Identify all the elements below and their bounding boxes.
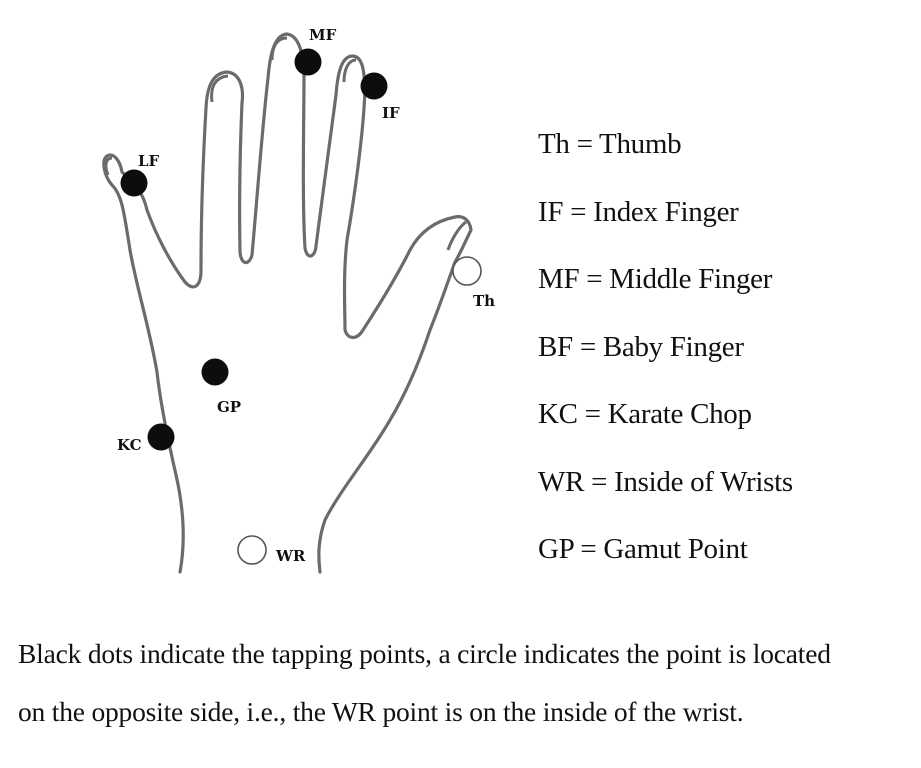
label-th: Th xyxy=(473,292,495,310)
label-mf: MF xyxy=(309,26,337,44)
legend-item-kc: KC = Karate Chop xyxy=(538,398,752,430)
caption: Black dots indicate the tapping points, … xyxy=(18,640,831,756)
caption-line-1: Black dots indicate the tapping points, … xyxy=(18,638,831,669)
point-th-circle xyxy=(452,256,482,286)
hand-diagram: MF IF LF Th GP KC WR xyxy=(102,26,495,574)
point-kc-dot xyxy=(147,423,175,451)
label-wr: WR xyxy=(275,547,306,565)
nail-ring xyxy=(210,74,229,103)
point-mf-dot xyxy=(294,48,322,76)
point-wr-circle xyxy=(237,535,267,565)
legend-item-mf: MF = Middle Finger xyxy=(538,263,773,295)
legend-item-gp: GP = Gamut Point xyxy=(538,533,748,565)
nail-thumb xyxy=(446,220,467,251)
point-lf-dot xyxy=(120,169,148,197)
point-gp-dot xyxy=(201,358,229,386)
label-gp: GP xyxy=(217,398,241,416)
legend-item-th: Th = Thumb xyxy=(538,128,682,160)
legend-item-bf: BF = Baby Finger xyxy=(538,330,744,363)
label-kc: KC xyxy=(117,436,142,454)
nail-little xyxy=(104,156,113,176)
legend: Th = Thumb IF = Index Finger MF = Middle… xyxy=(538,130,793,603)
hand-outline xyxy=(102,32,473,574)
point-if-dot xyxy=(360,72,388,100)
legend-item-wr: WR = Inside of Wrists xyxy=(538,465,793,498)
nail-middle xyxy=(270,36,288,61)
label-lf: LF xyxy=(138,152,160,170)
legend-item-if: IF = Index Finger xyxy=(538,195,739,228)
label-if: IF xyxy=(382,104,400,122)
caption-line-2: on the opposite side, i.e., the WR point… xyxy=(18,696,744,727)
nail-index xyxy=(342,58,357,83)
